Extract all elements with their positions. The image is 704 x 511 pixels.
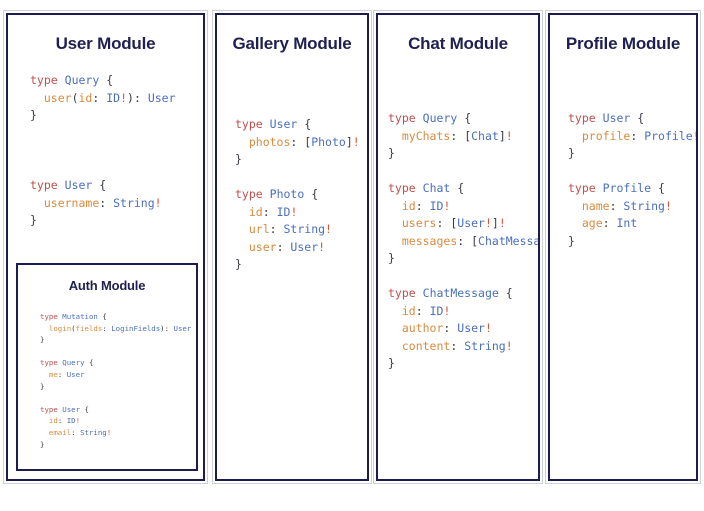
schema-code-chat: type Query { myChats: [Chat]!} type Chat… (378, 110, 538, 373)
code-line: content: String! (401, 338, 513, 353)
code-line: username: String! (43, 195, 162, 210)
code-line: type User { (40, 404, 89, 414)
code-line: type User { (568, 111, 645, 125)
code-line: users: [User!]! (401, 216, 506, 230)
code-line (568, 163, 696, 181)
code-line: me: User (48, 369, 85, 379)
code-line: age: Int (581, 216, 638, 230)
code-line: id: ID! (401, 303, 451, 318)
code-line: } (235, 152, 242, 166)
schema-code-auth: type Mutation { login(fields: LoginField… (18, 311, 196, 450)
code-line: } (388, 356, 395, 370)
code-line: id: ID! (248, 204, 298, 219)
module-card-user[interactable]: User Module type Query { user(id: ID!): … (3, 10, 208, 484)
module-card-auth[interactable]: Auth Module type Mutation { login(fields… (16, 263, 198, 471)
code-line: user(id: ID!): User (43, 90, 176, 105)
code-line: messages: [ChatMessage]! (401, 233, 540, 248)
code-line: type User { (235, 117, 312, 131)
code-line: type Chat { (388, 181, 465, 195)
code-line: } (40, 381, 45, 391)
code-line: } (30, 213, 37, 227)
code-line: type Mutation { (40, 312, 107, 321)
code-line: id: ID! (48, 416, 81, 426)
code-line (30, 142, 203, 160)
code-line (388, 268, 538, 286)
module-card-gallery[interactable]: Gallery Module type User { photos: [Phot… (212, 10, 372, 484)
module-title-auth: Auth Module (68, 278, 146, 293)
code-line: url: String! (248, 222, 332, 236)
module-title-profile: Profile Module (565, 34, 681, 53)
code-line: type Photo { (235, 187, 319, 201)
code-line: author: User! (401, 321, 492, 335)
code-line (30, 125, 203, 143)
code-line: type Query { (388, 111, 472, 125)
code-line (388, 163, 538, 181)
code-line: email: String! (48, 427, 112, 437)
code-line: profile: Profile! (581, 128, 696, 143)
code-line: type Profile { (568, 181, 665, 195)
code-line: } (388, 251, 395, 265)
schema-code-profile: type User { profile: Profile!} type Prof… (550, 110, 696, 250)
code-line: } (235, 257, 242, 271)
code-line: name: String! (581, 198, 672, 213)
code-line: type User { (30, 178, 107, 192)
code-line (40, 346, 196, 358)
code-line (30, 160, 203, 178)
code-line: login(fields: LoginFields): User (48, 323, 192, 333)
schema-code-gallery: type User { photos: [Photo]!} type Photo… (217, 116, 367, 274)
code-line: type Query { (30, 73, 114, 87)
module-card-chat[interactable]: Chat Module type Query { myChats: [Chat]… (373, 10, 543, 484)
code-line: } (40, 439, 45, 449)
code-line: } (388, 146, 395, 160)
code-line: id: ID! (401, 198, 451, 213)
code-line (235, 169, 367, 187)
module-card-profile[interactable]: Profile Module type User { profile: Prof… (545, 10, 701, 484)
schema-code-user: type Query { user(id: ID!): User} type U… (8, 72, 203, 230)
code-line: type Query { (40, 358, 94, 368)
code-line: } (568, 233, 575, 248)
module-title-user: User Module (55, 34, 156, 53)
code-line (40, 392, 196, 404)
module-title-gallery: Gallery Module (232, 34, 352, 53)
code-line: myChats: [Chat]! (401, 128, 513, 143)
code-line: } (40, 335, 45, 345)
module-title-chat: Chat Module (408, 34, 508, 53)
code-line: } (568, 146, 575, 160)
code-line: photos: [Photo]! (248, 134, 360, 149)
code-line: user: User! (248, 239, 326, 254)
code-line: type ChatMessage { (388, 286, 513, 300)
code-line: } (30, 108, 37, 122)
